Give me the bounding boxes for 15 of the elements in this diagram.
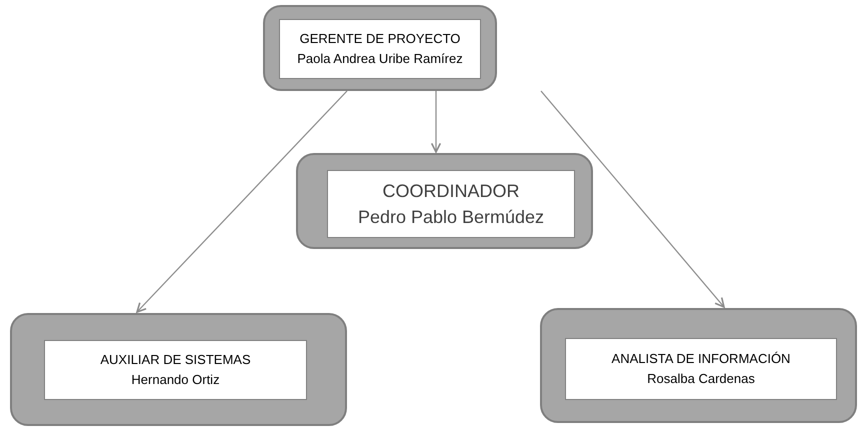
arrow bbox=[430, 91, 442, 153]
person-name: Rosalba Cardenas bbox=[647, 370, 755, 388]
role-box bbox=[296, 153, 593, 249]
role-box bbox=[263, 5, 497, 91]
role-title: GERENTE DE PROYECTO bbox=[300, 30, 460, 48]
role-title: COORDINADOR bbox=[382, 180, 520, 203]
person-name: Pedro Pablo Bermúdez bbox=[358, 206, 544, 229]
arrow bbox=[540, 90, 725, 308]
role-box bbox=[10, 313, 347, 426]
role-title: AUXILIAR DE SISTEMAS bbox=[100, 351, 251, 369]
person-name: Paola Andrea Uribe Ramírez bbox=[297, 50, 463, 68]
role-title: ANALISTA DE INFORMACIÓN bbox=[612, 350, 790, 368]
role-box bbox=[540, 308, 857, 423]
person-name: Hernando Ortiz bbox=[131, 371, 220, 389]
arrow bbox=[136, 90, 348, 313]
